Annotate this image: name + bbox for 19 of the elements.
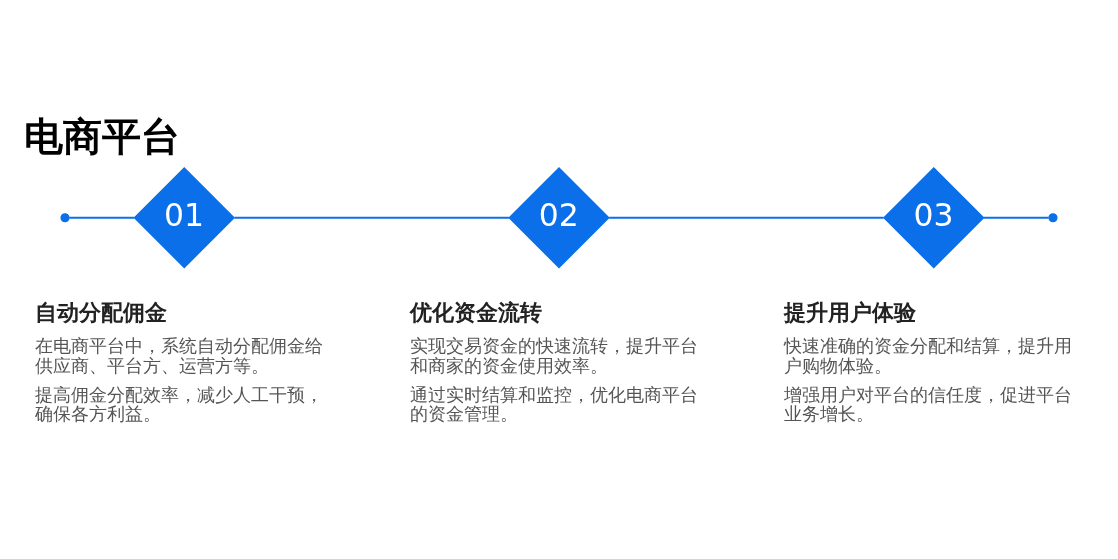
node-label: 通过实时结算和监控，优化电商平台的资金管理。 — [409, 383, 698, 424]
node-diamond: 02 — [508, 166, 610, 268]
connector — [983, 216, 1049, 219]
node-diamond: 03 — [883, 166, 985, 268]
node-label: 快速准确的资金分配和结算，提升用户购物体验。 — [784, 334, 1073, 376]
connector — [69, 216, 135, 219]
connector — [234, 216, 509, 219]
node-label: 增强用户对平台的信任度，促进平台业务增长。 — [784, 383, 1073, 424]
node-label: 在电商平台中，系统自动分配佣金给供应商、平台方、运营方等。 — [34, 334, 323, 376]
node-diamond: 01 — [133, 166, 235, 268]
node-label: 提升用户体验 — [784, 298, 917, 325]
node-label: 自动分配佣金 — [34, 298, 167, 325]
node-label: 提高佣金分配效率，减少人工干预，确保各方利益。 — [34, 383, 323, 424]
connector — [609, 216, 884, 219]
node-circle — [1048, 212, 1058, 222]
node-label: 实现交易资金的快速流转，提升平台和商家的资金使用效率。 — [409, 334, 698, 376]
node-circle — [60, 212, 70, 222]
node-label: 优化资金流转 — [409, 298, 542, 325]
diagram-title: 电商平台 — [23, 113, 180, 159]
